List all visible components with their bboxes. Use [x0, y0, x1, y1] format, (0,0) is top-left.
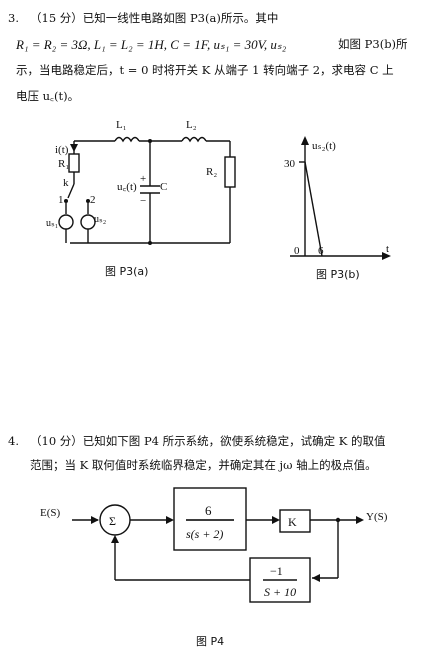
- label-t-axis: t: [386, 243, 389, 255]
- label-y-tick: 30: [284, 158, 296, 170]
- caption-p3b: 图 P3(b): [316, 268, 360, 281]
- problem3-params: R₁ = R₂ = 3Ω, L₁ = L₂ = 1H, C = 1F, uₛ₁ …: [16, 37, 287, 52]
- label-feedback-num: −1: [270, 564, 283, 578]
- waveform-line: [304, 161, 323, 257]
- problem3-number: 3.: [8, 11, 19, 25]
- label-gain: K: [288, 515, 297, 529]
- label-forward-den: s(s + 2): [186, 527, 223, 541]
- problem4-line2: 范围；当 K 取何值时系统临界稳定，并确定其在 jω 轴上的极点值。: [30, 458, 377, 472]
- switch-k: [67, 183, 75, 199]
- label-output: Y(S): [366, 511, 388, 523]
- inductor-l2: [181, 136, 207, 143]
- label-input: E(S): [40, 507, 61, 519]
- caption-p4: 图 P4: [196, 635, 225, 648]
- label-sigma: Σ: [109, 514, 116, 528]
- label-terminal-1: 1: [58, 194, 64, 206]
- label-c: C: [160, 181, 167, 193]
- label-r2: R₂: [206, 166, 217, 178]
- problem3-params-tail: 如图 P3(b)所: [338, 37, 408, 51]
- caption-p3a: 图 P3(a): [105, 265, 149, 278]
- label-terminal-2: 2: [90, 194, 96, 206]
- problem3-line4: 电压 u꜀(t)。: [16, 89, 80, 103]
- label-us2-axis: uₛ₂(t): [312, 140, 336, 152]
- label-feedback-den: S + 10: [264, 585, 296, 599]
- label-l1: L₁: [116, 119, 127, 131]
- label-origin: 0: [294, 245, 300, 257]
- label-uc: u꜀(t): [117, 181, 137, 193]
- problem3-line3: 示，当电路稳定后，t = 0 时将开关 K 从端子 1 转向端子 2，求电容 C…: [16, 63, 394, 77]
- label-forward-num: 6: [205, 503, 212, 518]
- gain-block: [279, 509, 311, 533]
- inductor-l1: [114, 136, 140, 143]
- problem4-number: 4.: [8, 434, 19, 448]
- label-r1: R₁: [58, 158, 69, 170]
- label-plus: +: [140, 173, 146, 185]
- forward-block: [173, 487, 247, 551]
- label-us2: uₛ₂: [94, 214, 106, 225]
- problem4-line1: （10 分）已知如下图 P4 所示系统，欲使系统稳定，试确定 K 的取值: [30, 434, 386, 448]
- label-x-tick: 6: [318, 245, 324, 257]
- label-minus: −: [140, 195, 146, 207]
- label-current: i(t): [55, 144, 69, 156]
- label-k: k: [63, 177, 69, 189]
- problem3-header: （15 分）已知一线性电路如图 P3(a)所示。其中: [30, 11, 279, 25]
- label-l2: L₂: [186, 119, 197, 131]
- label-us1: uₛ₁: [46, 218, 58, 229]
